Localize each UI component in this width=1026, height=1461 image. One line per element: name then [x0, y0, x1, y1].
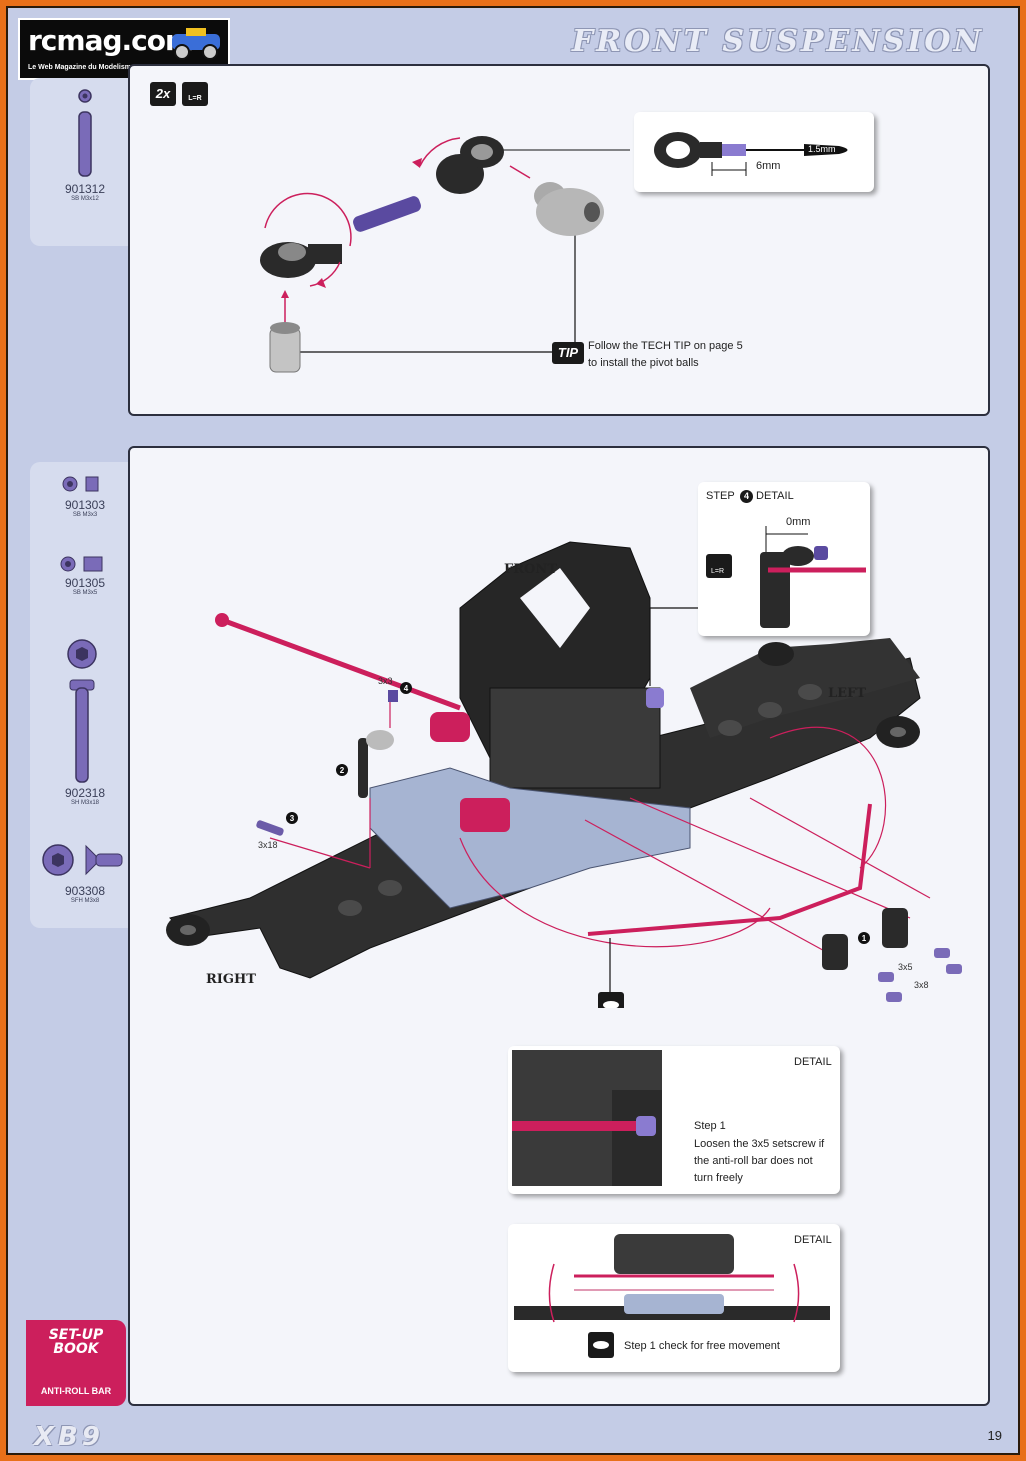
qty-badge: 2x [150, 82, 176, 106]
allen-key-icon [588, 1332, 614, 1358]
part-desc: SH M3x18 [70, 800, 99, 806]
step-panel-bottom: 1 2 3 4 FRONT LEFT RIGHT 3x3 3x18 3x5 3x… [128, 446, 990, 1406]
screw-size-3x8: 3x8 [914, 980, 929, 990]
logo-tagline: Le Web Magazine du Modelisme RC [28, 64, 147, 71]
length-label: 6mm [756, 160, 781, 172]
detail2-title: DETAIL [794, 1234, 832, 1246]
screw-sb-m3x12-icon [78, 89, 92, 177]
part-number: 901305 [64, 576, 106, 590]
part-number: 901312 [64, 182, 106, 196]
rod-end-length-callout: 1.5mm 6mm [634, 112, 874, 192]
detail1-step: Step 1 [694, 1120, 726, 1132]
free-movement-icon [514, 1234, 830, 1323]
setscrew-m3x5-icon [60, 556, 103, 572]
detail1-line2: the anti-roll bar does not [694, 1155, 813, 1167]
step-panel-top: 2x L=R [128, 64, 990, 416]
setup-title: SET-UP BOOK [48, 1327, 104, 1357]
lr-badge-detail: L=R [711, 568, 725, 575]
logo-text: rcmag.com [28, 24, 194, 57]
detail-prefix: STEP [706, 490, 735, 502]
detail2-caption: Step 1 check for free movement [624, 1340, 780, 1352]
screw-size-3x3: 3x3 [378, 676, 393, 686]
tip-badge: TIP [552, 342, 584, 364]
label-left: LEFT [828, 686, 866, 701]
rcmag-logo[interactable]: rcmag.com Le Web Magazine du Modelisme R… [18, 18, 230, 80]
rod-end-measure-icon [654, 132, 848, 176]
part-desc: SB M3x12 [71, 196, 99, 202]
car-logo-icon [172, 28, 220, 60]
step4-detail-callout: STEP 4 DETAIL 0mm L=R [698, 482, 870, 636]
svg-text:4: 4 [404, 684, 409, 693]
svg-text:1: 1 [862, 934, 867, 943]
svg-text:3: 3 [290, 814, 295, 823]
setscrew-detail-icon [512, 1050, 662, 1186]
screw-size-3x5: 3x5 [898, 962, 913, 972]
detail-setscrew-callout: DETAIL Step 1 Loosen the 3x5 setscrew if… [508, 1046, 840, 1194]
tip-line-2: to install the pivot balls [588, 357, 699, 369]
detail1-line1: Loosen the 3x5 setscrew if [694, 1138, 825, 1150]
lr-badge: L=R [182, 82, 208, 106]
ball-end-diagram [260, 136, 630, 373]
screw-sh-m3x18-icon [67, 639, 97, 783]
tool-size-label: 1.5mm [808, 144, 836, 154]
label-right: RIGHT [206, 972, 256, 987]
page-number: 19 [987, 1428, 1002, 1443]
setup-sub: ANTI-ROLL BAR [40, 1386, 112, 1396]
tip-line-1: Follow the TECH TIP on page 5 [588, 340, 743, 352]
part-903308: 903308 SFH M3x8 [35, 884, 135, 904]
detail-suffix: DETAIL [756, 490, 794, 502]
screw-size-3x18: 3x18 [258, 840, 278, 850]
pivot-setting-icon [706, 526, 866, 628]
parts-sidebar-top: 901312 SB M3x12 [30, 78, 140, 246]
detail1-title: DETAIL [794, 1056, 832, 1068]
model-name: XB9 [34, 1422, 104, 1452]
detail-movement-callout: DETAIL Step 1 check for free movement [508, 1224, 840, 1372]
page-title: FRONT SUSPENSION [571, 24, 984, 59]
parts-sidebar-bottom: 901303 SB M3x3 901305 SB M3x5 902318 SH … [30, 462, 140, 928]
part-desc: SFH M3x8 [70, 898, 100, 904]
label-front: FRONT [504, 562, 557, 577]
part-desc: SB M3x5 [72, 590, 98, 596]
zero-mm-label: 0mm [786, 516, 811, 528]
part-number: 902318 [64, 786, 106, 800]
part-desc: SB M3x3 [72, 512, 98, 518]
part-902318: 902318 SH M3x18 [35, 786, 135, 806]
anti-roll-bar-assembly-diagram: 1 2 3 4 [166, 541, 962, 1008]
part-901312: 901312 SB M3x12 [35, 182, 135, 202]
setup-book-tab[interactable]: SET-UP BOOK ANTI-ROLL BAR [26, 1320, 126, 1406]
detail1-line3: turn freely [694, 1172, 743, 1184]
part-number: 903308 [64, 884, 106, 898]
manual-page: rcmag.com Le Web Magazine du Modelisme R… [6, 6, 1020, 1455]
setscrew-m3x3-icon [62, 476, 99, 492]
detail-step-number: 4 [740, 490, 753, 503]
svg-text:2: 2 [340, 766, 345, 775]
part-901305: 901305 SB M3x5 [35, 576, 135, 596]
screw-sfh-m3x8-icon [42, 844, 123, 876]
part-number: 901303 [64, 498, 106, 512]
part-901303: 901303 SB M3x3 [35, 498, 135, 518]
